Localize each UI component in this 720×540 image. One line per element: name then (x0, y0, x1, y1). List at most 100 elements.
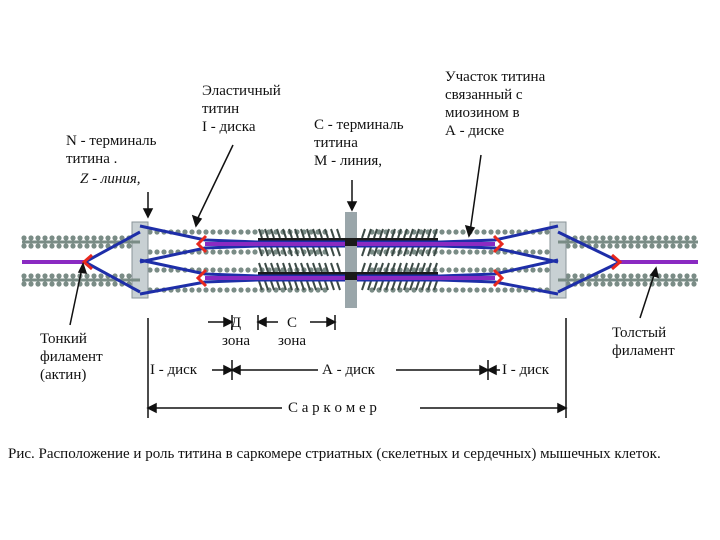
actin-bead (98, 273, 104, 279)
actin-bead (63, 273, 69, 279)
actin-bead (635, 243, 641, 249)
myosin-cross-bridge (300, 280, 305, 291)
actin-bead (42, 273, 48, 279)
actin-bead (63, 281, 69, 287)
myosin-cross-bridge (415, 228, 420, 239)
actin-bead (621, 273, 627, 279)
actin-bead (544, 229, 550, 235)
actin-bead (488, 287, 494, 293)
actin-bead (196, 229, 202, 235)
label-n-terminal: N - терминаль титина . (66, 133, 157, 167)
label-i-disk-left: I - диск (150, 362, 198, 378)
actin-bead (182, 287, 188, 293)
actin-bead (210, 249, 216, 255)
myosin-cross-bridge (385, 280, 390, 291)
actin-bead (210, 267, 216, 273)
actin-bead (467, 287, 473, 293)
myosin-cross-bridge (258, 262, 263, 273)
myosin-cross-bridge (330, 262, 335, 273)
actin-bead (607, 243, 613, 249)
actin-bead (628, 235, 634, 241)
actin-bead (21, 235, 27, 241)
actin-bead (70, 273, 76, 279)
actin-bead (147, 267, 153, 273)
actin-bead (42, 281, 48, 287)
actin-bead (579, 281, 585, 287)
myosin-cross-bridge (276, 228, 281, 239)
myosin-cross-bridge (306, 262, 311, 273)
myosin-cross-bridge (312, 262, 317, 273)
figure-caption: Рис. Расположение и роль титина в сарком… (8, 446, 661, 462)
actin-bead (154, 249, 160, 255)
m-line (345, 212, 357, 308)
myosin-cross-bridge (324, 246, 329, 257)
actin-bead (446, 287, 452, 293)
actin-bead (168, 267, 174, 273)
actin-bead (530, 267, 536, 273)
myosin-cross-bridge (433, 228, 438, 239)
actin-bead (628, 243, 634, 249)
actin-bead (245, 229, 251, 235)
actin-bead (474, 287, 480, 293)
actin-bead (210, 229, 216, 235)
actin-bead (70, 281, 76, 287)
myosin-cross-bridge (330, 246, 335, 257)
actin-bead (663, 243, 669, 249)
myosin-cross-bridge (427, 280, 432, 291)
myosin-cross-bridge (421, 246, 426, 257)
label-c-terminal: С - терминаль титина М - линия, (314, 117, 404, 169)
myosin-cross-bridge (367, 262, 372, 273)
myosin-cross-bridge (409, 262, 414, 273)
actin-bead (126, 243, 132, 249)
actin-bead (217, 267, 223, 273)
myosin-cross-bridge (294, 228, 299, 239)
myosin-cross-bridge (324, 280, 329, 291)
actin-bead (147, 249, 153, 255)
label-myosin-bound: Участок титина связанный с миозином в А … (445, 69, 546, 139)
actin-bead (670, 235, 676, 241)
myosin-cross-bridge (306, 280, 311, 291)
actin-bead (649, 243, 655, 249)
actin-bead (691, 281, 697, 287)
myosin-cross-bridge (403, 246, 408, 257)
myosin-cross-bridge (421, 262, 426, 273)
actin-bead (98, 281, 104, 287)
actin-bead (656, 243, 662, 249)
actin-bead (252, 229, 258, 235)
actin-bead (495, 229, 501, 235)
myosin-cross-bridge (391, 262, 396, 273)
actin-bead (112, 235, 118, 241)
actin-bead (642, 273, 648, 279)
myosin-cross-bridge (397, 280, 402, 291)
actin-bead (182, 229, 188, 235)
actin-bead (572, 243, 578, 249)
actin-bead (280, 287, 286, 293)
actin-bead (245, 249, 251, 255)
myosin-cross-bridge (282, 262, 287, 273)
actin-bead (217, 249, 223, 255)
actin-bead (460, 249, 466, 255)
actin-bead (231, 287, 237, 293)
actin-bead (446, 267, 452, 273)
actin-bead (404, 287, 410, 293)
actin-bead (439, 229, 445, 235)
actin-bead (691, 273, 697, 279)
myosin-cross-bridge (385, 262, 390, 273)
actin-bead (154, 267, 160, 273)
actin-bead (63, 243, 69, 249)
pevk-segments (81, 234, 623, 288)
myosin-cross-bridge (391, 228, 396, 239)
actin-bead (677, 281, 683, 287)
actin-bead (21, 273, 27, 279)
myosin-cross-bridge (306, 228, 311, 239)
actin-bead (189, 287, 195, 293)
myosin-cross-bridge (427, 262, 432, 273)
myosin-cross-bridge (373, 280, 378, 291)
actin-bead (614, 273, 620, 279)
label-elastic-titin: Эластичный титин I - диска (202, 83, 281, 135)
myosin-cross-bridge (415, 280, 420, 291)
myosin-cross-bridge (306, 246, 311, 257)
actin-bead (684, 243, 690, 249)
myosin-cross-bridge (433, 246, 438, 257)
actin-bead (273, 287, 279, 293)
